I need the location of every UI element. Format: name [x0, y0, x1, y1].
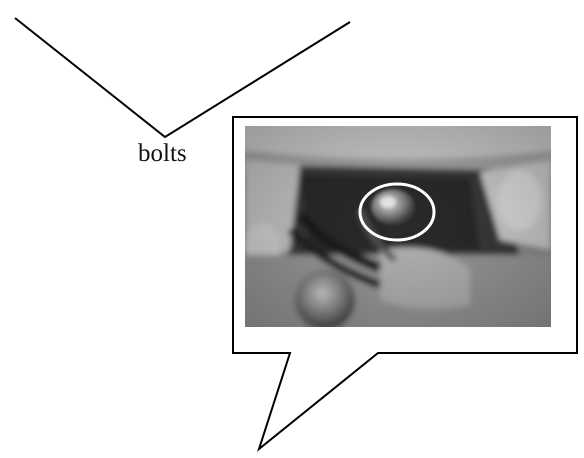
- bolts-label: bolts: [138, 139, 187, 169]
- engine-bay-photo: [240, 120, 560, 335]
